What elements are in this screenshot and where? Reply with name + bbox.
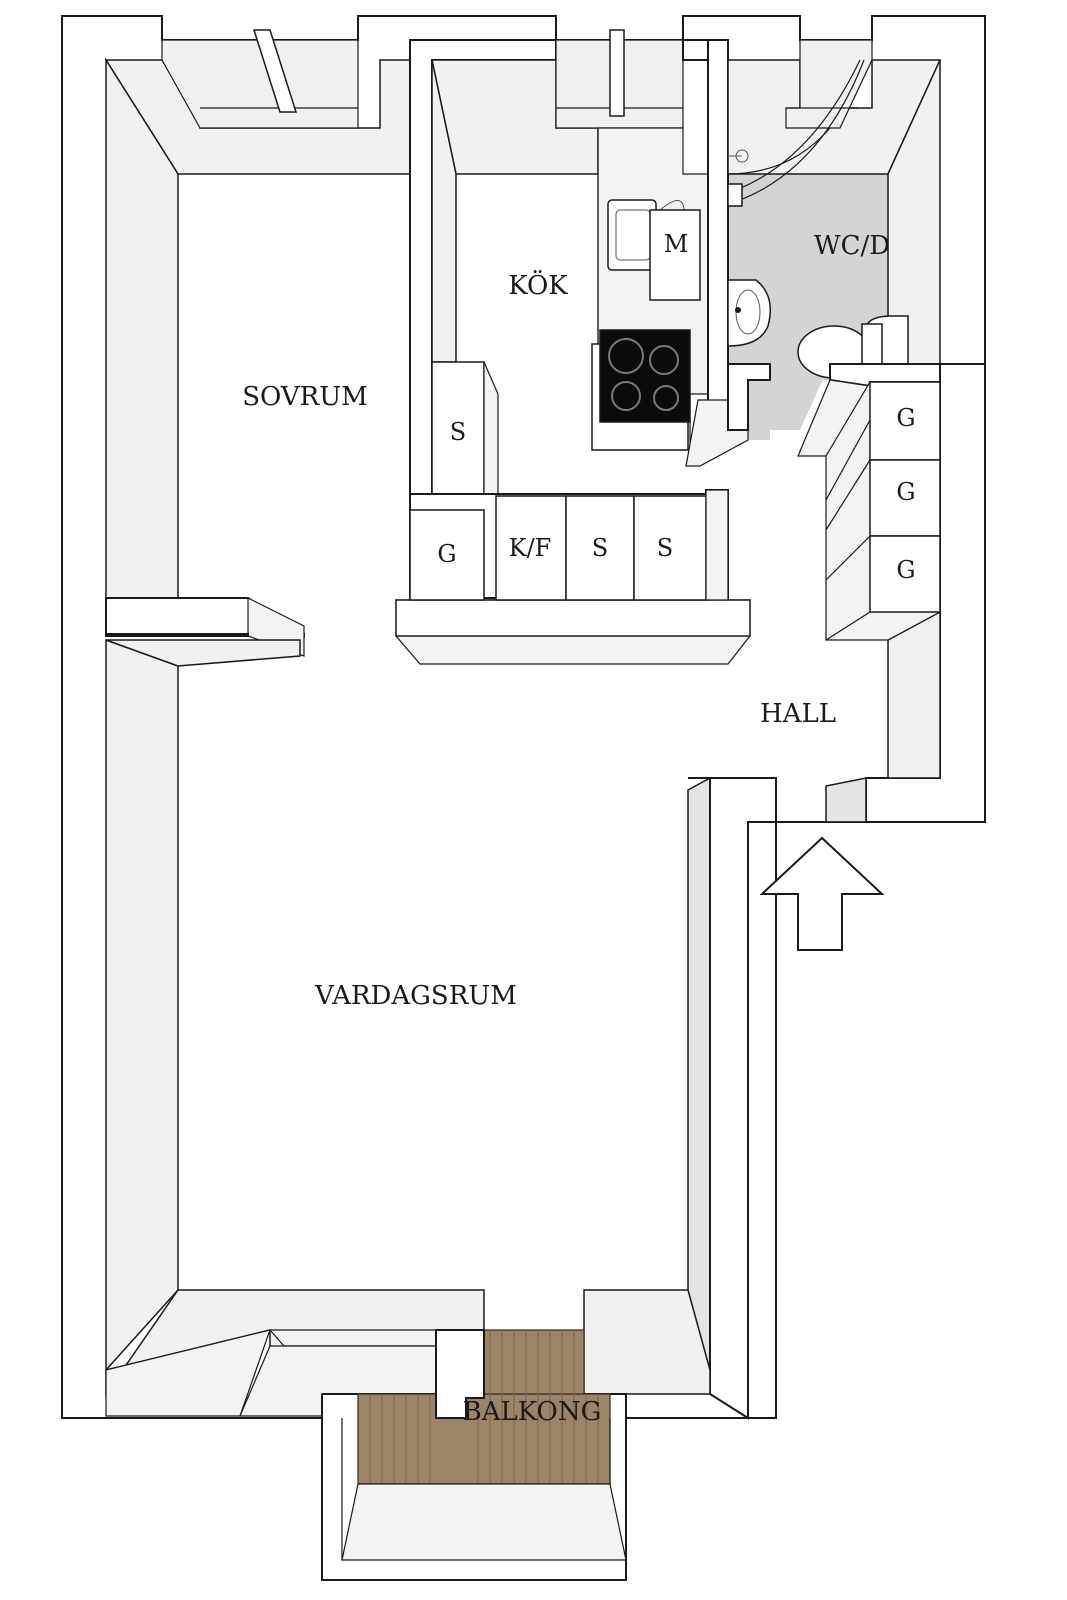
- wardrobe-s-1-label: S: [592, 534, 608, 562]
- hall-closet-g-1-label: G: [896, 404, 915, 432]
- room-label-wc: WC/D: [814, 231, 890, 261]
- fridge-freezer-label: K/F: [509, 534, 552, 562]
- wardrobe-row: [395, 489, 751, 665]
- hall-closet-g-2-label: G: [896, 478, 915, 506]
- room-label-vardagsrum: VARDAGSRUM: [314, 981, 517, 1011]
- room-label-kok: KÖK: [508, 269, 568, 301]
- kitchen: [409, 29, 749, 495]
- hall-wardrobe-g-label: G: [437, 540, 456, 568]
- bedroom-window: [161, 39, 359, 129]
- balcony: [321, 1329, 627, 1581]
- room-label-hall: HALL: [760, 699, 836, 729]
- bedroom: [104, 29, 411, 657]
- kitchen-sink-icon: [607, 199, 685, 271]
- washbasin-icon: [727, 279, 771, 347]
- bathroom: [682, 39, 942, 457]
- deck-planks: [369, 1330, 599, 1484]
- living-room: [105, 633, 777, 1420]
- shower-icon: [727, 59, 865, 207]
- room-label-balkong: BALKONG: [463, 1397, 602, 1427]
- hall-wardrobe-g[interactable]: [409, 509, 485, 601]
- microwave[interactable]: [649, 209, 701, 301]
- room-label-sovrum: SOVRUM: [242, 382, 368, 412]
- hall-closet-g-3[interactable]: [869, 535, 941, 613]
- entrance-arrow-icon: [759, 836, 885, 951]
- wardrobe-s-2-label: S: [657, 534, 673, 562]
- stove-icon: [591, 329, 691, 451]
- bathroom-floor: [728, 174, 940, 440]
- hall-closet-g-3-label: G: [896, 556, 915, 584]
- microwave-label: M: [664, 230, 689, 258]
- kitchen-cabinet-s-label: S: [450, 418, 466, 446]
